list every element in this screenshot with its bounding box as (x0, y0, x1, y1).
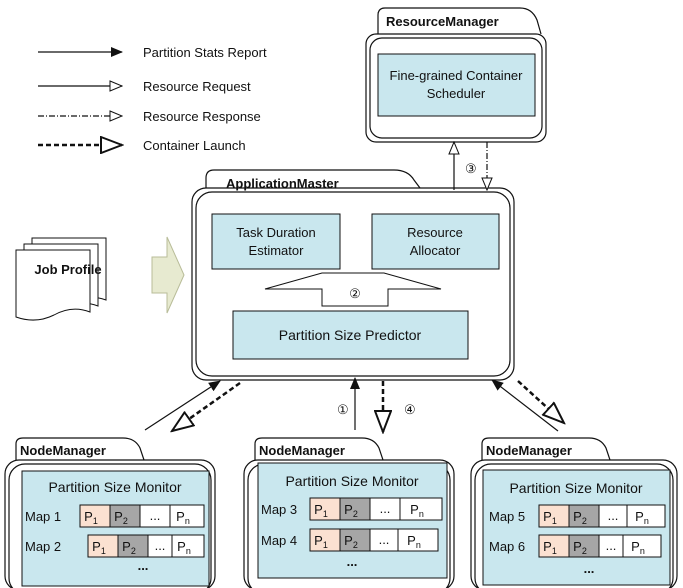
partition-ellipsis: ... (379, 532, 390, 547)
map-label: Map 1 (25, 509, 61, 524)
task-duration-estimator-box (211, 213, 341, 270)
legend-item-resource-request: Resource Request (38, 79, 251, 94)
more-maps-ellipsis: ... (584, 561, 595, 576)
map-row: Map 3 P1 P2 ... Pn (261, 497, 443, 521)
partition-label: P1 (84, 509, 98, 526)
legend-item-container-launch: Container Launch (38, 138, 246, 153)
map-row: Map 5 P1 P2 ... Pn (489, 504, 666, 528)
partition-label: P1 (314, 502, 328, 519)
step-two-marker: ② (349, 286, 361, 301)
node-manager-1: NodeManager Partition Size Monitor Map 1… (4, 437, 216, 588)
document-icon (15, 249, 91, 321)
estimator-label-line2: Estimator (249, 243, 305, 258)
partition-ellipsis: ... (150, 508, 161, 523)
partition-label: P1 (314, 533, 328, 550)
map-row: Map 6 P1 P2 ... Pn (489, 534, 662, 558)
estimator-label-line1: Task Duration (236, 225, 315, 240)
node-manager-tab (254, 437, 384, 461)
node-manager-tab (481, 437, 611, 461)
legend-label: Resource Response (143, 109, 261, 124)
partition-label: P2 (573, 539, 587, 556)
node-manager-tab (15, 437, 145, 461)
container-launch-arrow-left (172, 381, 241, 431)
monitor-label: Partition Size Monitor (48, 479, 181, 495)
resource-allocator-box (371, 213, 500, 270)
resource-manager: ResourceManager Fine-grained Container S… (365, 7, 547, 143)
partition-label: P2 (114, 509, 128, 526)
partition-label: Pn (631, 539, 645, 556)
partition-size-predictor-box (232, 310, 469, 360)
partition-cell-n (169, 504, 205, 528)
scheduler-label-line1: Fine-grained Container (390, 68, 524, 83)
connections: ③ ① ④ (144, 142, 564, 432)
partition-ellipsis: ... (380, 501, 391, 516)
map-row: Map 2 P1 P2 ... Pn (25, 534, 205, 558)
container-scheduler-box (377, 53, 536, 117)
node-manager-title: NodeManager (259, 443, 345, 458)
map-row: Map 1 P1 P2 ... Pn (25, 504, 205, 528)
map-label: Map 2 (25, 539, 61, 554)
node-manager-title: NodeManager (20, 443, 106, 458)
partition-label: P2 (573, 509, 587, 526)
legend: Partition Stats Report Resource Request … (38, 45, 267, 153)
partition-cell-n (399, 497, 443, 521)
partition-label: P2 (122, 539, 136, 556)
step-three-marker: ③ (465, 161, 477, 176)
partition-label: Pn (407, 533, 421, 550)
resource-manager-title: ResourceManager (386, 14, 499, 29)
step-one-marker: ① (337, 402, 349, 417)
allocator-label-line1: Resource (407, 225, 463, 240)
more-maps-ellipsis: ... (138, 558, 149, 573)
partition-label: P2 (344, 533, 358, 550)
partition-label: Pn (176, 509, 190, 526)
partition-cell-n (626, 504, 666, 528)
job-profile-label: Job Profile (34, 262, 101, 277)
input-arrow-icon (151, 236, 185, 314)
more-maps-ellipsis: ... (347, 554, 358, 569)
legend-label: Partition Stats Report (143, 45, 267, 60)
flow-up-arrow-icon (264, 272, 442, 307)
partition-label: Pn (177, 539, 191, 556)
partition-label: Pn (410, 502, 424, 519)
allocator-label-line2: Allocator (410, 243, 461, 258)
monitor-label: Partition Size Monitor (509, 480, 642, 496)
partition-label: P2 (344, 502, 358, 519)
partition-ellipsis: ... (606, 538, 617, 553)
job-profile: Job Profile (15, 236, 185, 321)
legend-item-resource-response: Resource Response (38, 109, 261, 124)
map-row: Map 4 P1 P2 ... Pn (261, 528, 439, 552)
resource-manager-tab (377, 7, 542, 35)
legend-item-partition-stats: Partition Stats Report (38, 45, 267, 60)
predictor-label: Partition Size Predictor (279, 327, 422, 343)
step-four-marker: ④ (404, 402, 416, 417)
map-label: Map 6 (489, 539, 525, 554)
partition-ellipsis: ... (608, 508, 619, 523)
partition-label: P1 (543, 539, 557, 556)
application-master-title: ApplicationMaster (226, 176, 339, 191)
partition-label: P1 (543, 509, 557, 526)
map-label: Map 5 (489, 509, 525, 524)
node-manager-title: NodeManager (486, 443, 572, 458)
monitor-label: Partition Size Monitor (285, 473, 418, 489)
node-manager-2: NodeManager Partition Size Monitor Map 3… (243, 437, 455, 588)
partition-cell-n (622, 534, 662, 558)
stats-report-arrow-left (144, 380, 221, 431)
partition-size-monitor-box (21, 470, 210, 587)
partition-label: Pn (635, 509, 649, 526)
node-manager-3: NodeManager Partition Size Monitor Map 5… (470, 437, 678, 588)
map-label: Map 4 (261, 533, 297, 548)
legend-label: Resource Request (143, 79, 251, 94)
container-launch-arrow-right (517, 380, 564, 423)
map-label: Map 3 (261, 502, 297, 517)
application-master: ApplicationMaster Task Duration Estimato… (191, 169, 515, 381)
application-master-tab (205, 169, 421, 189)
partition-cell-n (171, 534, 205, 558)
scheduler-label-line2: Scheduler (427, 86, 486, 101)
partition-ellipsis: ... (155, 538, 166, 553)
legend-label: Container Launch (143, 138, 246, 153)
partition-label: P1 (92, 539, 106, 556)
partition-cell-n (397, 528, 439, 552)
